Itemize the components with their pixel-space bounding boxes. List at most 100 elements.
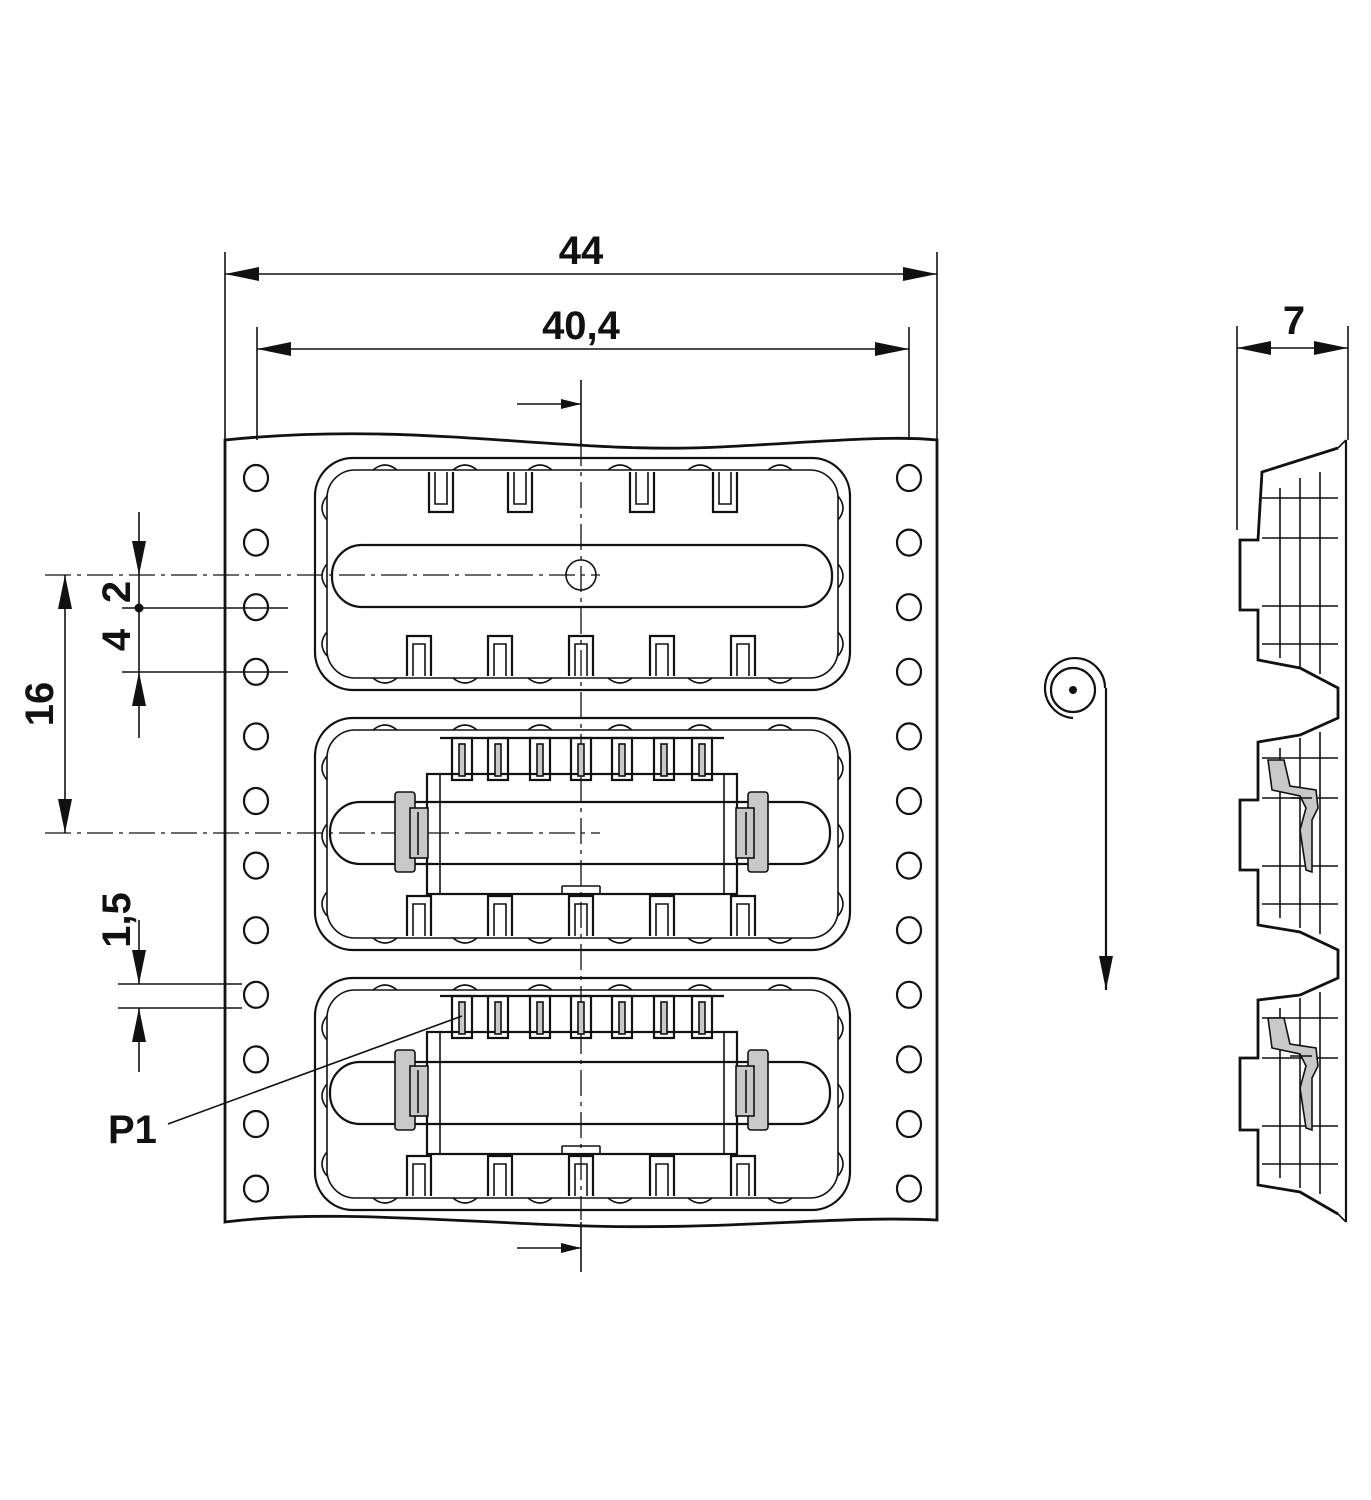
pocket-rib [648, 894, 676, 936]
p1-callout: P1 [108, 1015, 463, 1152]
connector-pin [698, 743, 706, 777]
sprocket-hole [242, 916, 270, 945]
pocket-rib [486, 1154, 514, 1196]
pocket-rib-inner [718, 472, 732, 505]
connector-pin [660, 743, 668, 777]
rim-bump [607, 464, 633, 471]
carrier-tape [223, 432, 939, 1229]
rim-bump [767, 937, 793, 944]
rim-bump [527, 724, 553, 731]
connector-pin [494, 743, 502, 777]
rim-bump [321, 495, 328, 521]
sprocket-holes-right [895, 463, 923, 1203]
sprocket-hole [242, 786, 270, 816]
contact-left-3 [394, 1049, 429, 1131]
pocket-rib-inner [493, 903, 507, 936]
sprocket-hole [895, 657, 923, 686]
rim-bump [837, 563, 844, 589]
sprocket-hole [242, 528, 270, 557]
rim-bump [372, 724, 398, 731]
rim-bump [321, 631, 328, 657]
rim-bump [527, 677, 553, 684]
rim-bump [837, 755, 844, 781]
connector-pin [618, 1001, 626, 1035]
pocket-rib-inner [574, 643, 588, 676]
rim-bump [452, 1197, 478, 1204]
pocket-rib-inner [412, 1163, 426, 1196]
pocket-rib-inner [513, 472, 527, 505]
pocket-rib [405, 894, 433, 936]
sprocket-hole [242, 722, 270, 751]
rim-bump [452, 937, 478, 944]
connector-pin [698, 1001, 706, 1035]
dim-2-label: 2 [95, 581, 139, 603]
rim-bump [452, 677, 478, 684]
pocket-rib [486, 894, 514, 936]
connector-pin [458, 743, 466, 777]
pocket-rib [711, 472, 739, 514]
connector-pin [660, 1001, 668, 1035]
connector-pin [577, 1001, 585, 1035]
rim-bump [321, 1151, 328, 1177]
dimension-1-5: 1,5 [95, 892, 242, 1072]
rim-bump [607, 724, 633, 731]
pocket-rib-inner [655, 903, 669, 936]
pocket-rib [486, 634, 514, 676]
sprocket-hole [242, 1174, 270, 1203]
pocket-rib-inner [434, 472, 448, 505]
section-marker-top [517, 380, 582, 445]
pocket-3 [313, 976, 852, 1212]
pocket-rib [427, 472, 455, 514]
rim-bump [372, 464, 398, 471]
rim-bump [607, 937, 633, 944]
dimension-overall-width: 44 [224, 229, 938, 440]
rim-bump [687, 1197, 713, 1204]
rim-bump [607, 984, 633, 991]
section-marker-bottom [517, 1222, 582, 1272]
p1-label: P1 [108, 1108, 157, 1152]
rim-bump [321, 755, 328, 781]
connector-pin [494, 1001, 502, 1035]
rim-bump [527, 1197, 553, 1204]
connector-pin [458, 1001, 466, 1035]
rim-bump [767, 464, 793, 471]
rim-bump [837, 891, 844, 917]
rim-bump [372, 984, 398, 991]
sprocket-hole [242, 980, 270, 1009]
pocket-rib-inner [736, 903, 750, 936]
pocket-rib-inner [635, 472, 649, 505]
sprocket-hole [895, 786, 923, 816]
pocket-rib [567, 894, 595, 936]
pocket-rib-inner [493, 643, 507, 676]
sprocket-hole [895, 916, 923, 945]
pocket-rib [648, 634, 676, 676]
side-contact-2 [1267, 759, 1319, 874]
sprocket-hole [895, 1045, 923, 1074]
rim-bump [837, 631, 844, 657]
sprocket-hole [242, 1109, 270, 1139]
rim-bump [767, 677, 793, 684]
dim-40-4-label: 40,4 [542, 304, 621, 348]
rim-bump [372, 937, 398, 944]
rim-bump [837, 495, 844, 521]
rim-bump [372, 1197, 398, 1204]
side-view [1238, 439, 1348, 1223]
contact-right-3 [735, 1049, 769, 1131]
pocket-rib-inner [574, 1163, 588, 1196]
dim-7-label: 7 [1283, 299, 1305, 343]
pocket-rib-inner [412, 903, 426, 936]
rim-bump [527, 464, 553, 471]
rim-bump [837, 1015, 844, 1041]
sprocket-hole [895, 528, 923, 557]
rim-bump [452, 464, 478, 471]
rim-bump [527, 984, 553, 991]
sprocket-hole [242, 851, 270, 880]
sprocket-hole [895, 1109, 923, 1139]
dim-16-label: 16 [18, 682, 62, 727]
rim-bump [837, 823, 844, 849]
dim-4-label: 4 [95, 628, 139, 651]
rim-bump [767, 724, 793, 731]
rim-bump [321, 1015, 328, 1041]
sprocket-hole [895, 722, 923, 751]
